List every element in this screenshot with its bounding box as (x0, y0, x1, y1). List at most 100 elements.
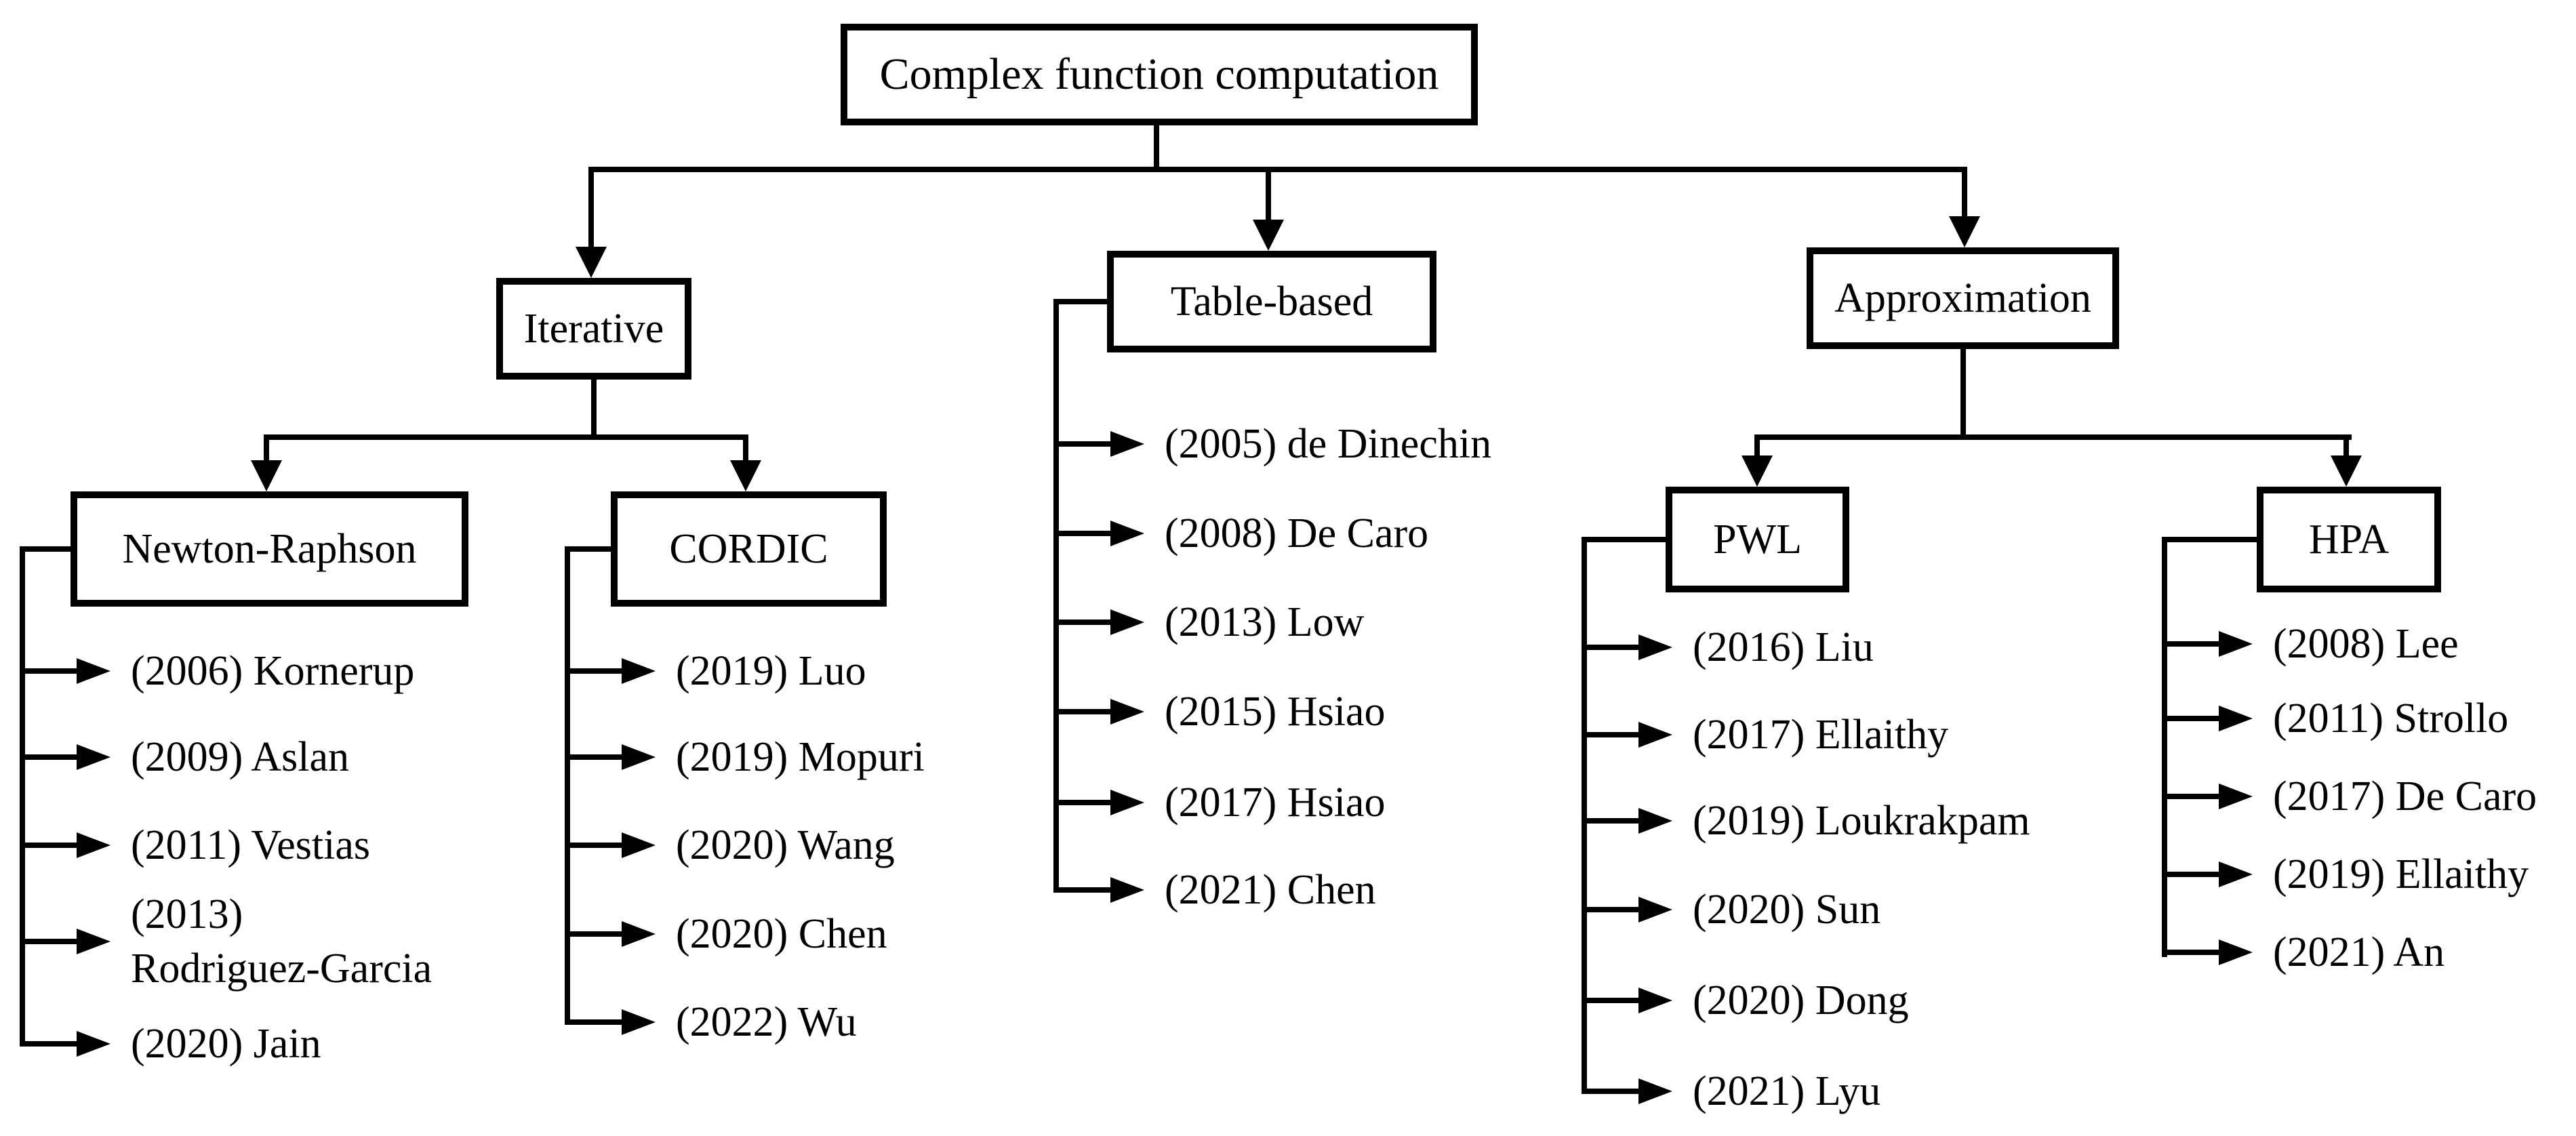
leaf-entry-table_based-1: (2008) De Caro (1165, 510, 1429, 556)
arrowhead-right-hpa-1 (2219, 706, 2253, 731)
leaf-branch-line-table_based-1 (1053, 531, 1114, 536)
leaf-entry-cordic-3: (2020) Chen (676, 911, 887, 957)
leaf-entry-cordic-2: (2020) Wang (676, 822, 895, 868)
connector-iterative-horizontal (264, 434, 748, 440)
leaf-branch-line-hpa-3 (2162, 872, 2223, 877)
node-box-table-based: Table-based (1107, 251, 1436, 352)
arrowhead-right-table_based-3 (1110, 699, 1144, 725)
arrowhead-right-table_based-4 (1110, 790, 1144, 815)
leaf-entry-newton_raphson-2: (2011) Vestias (131, 822, 371, 868)
trunk-hpa (2162, 537, 2167, 957)
leaf-branch-line-table_based-0 (1053, 441, 1114, 447)
arrowhead-right-newton_raphson-4 (77, 1031, 110, 1057)
leaf-branch-line-cordic-3 (565, 931, 626, 937)
arrowhead-down-newton-raphson (251, 460, 282, 491)
leaf-entry-pwl-4: (2020) Dong (1693, 977, 1909, 1023)
leaf-branch-line-newton_raphson-0 (20, 668, 81, 674)
leaf-branch-line-pwl-5 (1582, 1089, 1643, 1094)
leaf-branch-line-pwl-0 (1582, 645, 1643, 650)
leaf-branch-line-hpa-0 (2162, 641, 2223, 647)
leaf-branch-line-cordic-0 (565, 668, 626, 674)
arrowhead-right-pwl-2 (1638, 808, 1672, 834)
leaf-branch-line-table_based-4 (1053, 800, 1114, 805)
trunk-table-based (1053, 299, 1059, 893)
trunk-attach-table-based (1053, 299, 1107, 304)
arrowhead-down-pwl (1742, 455, 1773, 487)
leaf-entry-hpa-0: (2008) Lee (2273, 621, 2459, 667)
leaf-entry-table_based-2: (2013) Low (1165, 599, 1365, 645)
arrowhead-right-hpa-4 (2219, 939, 2253, 965)
leaf-branch-line-hpa-2 (2162, 794, 2223, 799)
arrowhead-right-pwl-3 (1638, 897, 1672, 922)
leaf-entry-pwl-2: (2019) Loukrakpam (1693, 798, 2030, 844)
leaf-branch-line-newton_raphson-3 (20, 939, 81, 944)
leaf-entry-table_based-3: (2015) Hsiao (1165, 689, 1386, 735)
leaf-entry-table_based-0: (2005) de Dinechin (1165, 421, 1492, 467)
connector-drop-cordic (743, 434, 748, 460)
arrowhead-right-hpa-0 (2219, 631, 2253, 657)
leaf-entry-newton_raphson-1: (2009) Aslan (131, 734, 350, 780)
arrowhead-down-cordic (730, 460, 761, 491)
connector-drop-newton-raphson (264, 434, 269, 460)
node-label-pwl: PWL (1713, 516, 1802, 563)
leaf-branch-line-newton_raphson-4 (20, 1041, 81, 1047)
leaf-entry-hpa-4: (2021) An (2273, 929, 2445, 975)
arrowhead-right-table_based-2 (1110, 609, 1144, 635)
arrowhead-right-newton_raphson-3 (77, 929, 110, 954)
leaf-branch-line-pwl-3 (1582, 907, 1643, 912)
node-label-iterative: Iterative (523, 305, 664, 352)
leaf-branch-line-cordic-1 (565, 754, 626, 760)
leaf-entry-table_based-5: (2021) Chen (1165, 867, 1376, 913)
leaf-branch-line-pwl-4 (1582, 998, 1643, 1003)
arrowhead-down-iterative (576, 247, 607, 278)
arrowhead-right-cordic-4 (622, 1009, 656, 1035)
connector-root-stub (1154, 125, 1159, 172)
leaf-branch-line-table_based-3 (1053, 709, 1114, 714)
leaf-entry-hpa-2: (2017) De Caro (2273, 773, 2537, 819)
leaf-entry-pwl-0: (2016) Liu (1693, 624, 1874, 670)
connector-main-horizontal (588, 167, 1967, 172)
node-box-root: Complex function computation (841, 24, 1478, 125)
leaf-entry-cordic-1: (2019) Mopuri (676, 734, 925, 780)
trunk-attach-newton-raphson (20, 546, 71, 552)
leaf-entry-newton_raphson-3: (2013) Rodriguez-Garcia (131, 891, 432, 992)
connector-iterative-stub (591, 380, 597, 440)
node-label-approximation: Approximation (1834, 275, 2091, 321)
arrowhead-right-hpa-2 (2219, 784, 2253, 809)
leaf-entry-hpa-3: (2019) Ellaithy (2273, 851, 2529, 897)
trunk-attach-hpa (2162, 537, 2257, 542)
connector-approximation-stub (1960, 349, 1966, 440)
arrowhead-down-hpa (2331, 455, 2362, 487)
leaf-branch-line-pwl-2 (1582, 818, 1643, 824)
arrowhead-right-pwl-1 (1638, 722, 1672, 748)
leaf-entry-cordic-0: (2019) Luo (676, 648, 866, 694)
node-label-newton-raphson: Newton-Raphson (122, 525, 417, 572)
node-label-cordic: CORDIC (669, 525, 828, 572)
arrowhead-right-cordic-3 (622, 921, 656, 947)
leaf-branch-line-pwl-1 (1582, 732, 1643, 737)
arrowhead-right-pwl-4 (1638, 988, 1672, 1013)
trunk-newton-raphson (20, 546, 25, 1047)
leaf-branch-line-table_based-2 (1053, 620, 1114, 625)
arrowhead-down-table-based (1253, 220, 1284, 251)
node-label-hpa: HPA (2308, 516, 2390, 563)
leaf-branch-line-newton_raphson-1 (20, 754, 81, 760)
leaf-branch-line-newton_raphson-2 (20, 843, 81, 848)
node-box-cordic: CORDIC (611, 491, 887, 607)
leaf-entry-newton_raphson-4: (2020) Jain (131, 1021, 321, 1067)
node-box-hpa: HPA (2257, 487, 2441, 592)
connector-approximation-horizontal (1754, 434, 2352, 440)
arrowhead-down-approximation (1949, 216, 1980, 247)
arrowhead-right-cordic-1 (622, 744, 656, 770)
trunk-pwl (1582, 537, 1587, 1094)
leaf-branch-line-hpa-1 (2162, 716, 2223, 721)
arrowhead-right-table_based-0 (1110, 431, 1144, 457)
arrowhead-right-pwl-0 (1638, 634, 1672, 660)
arrowhead-right-cordic-0 (622, 658, 656, 684)
connector-drop-approximation (1962, 167, 1967, 216)
leaf-branch-line-table_based-5 (1053, 887, 1114, 893)
connector-drop-pwl (1754, 434, 1760, 455)
arrowhead-right-hpa-3 (2219, 861, 2253, 887)
trunk-attach-pwl (1582, 537, 1666, 542)
connector-drop-iterative (588, 167, 594, 247)
